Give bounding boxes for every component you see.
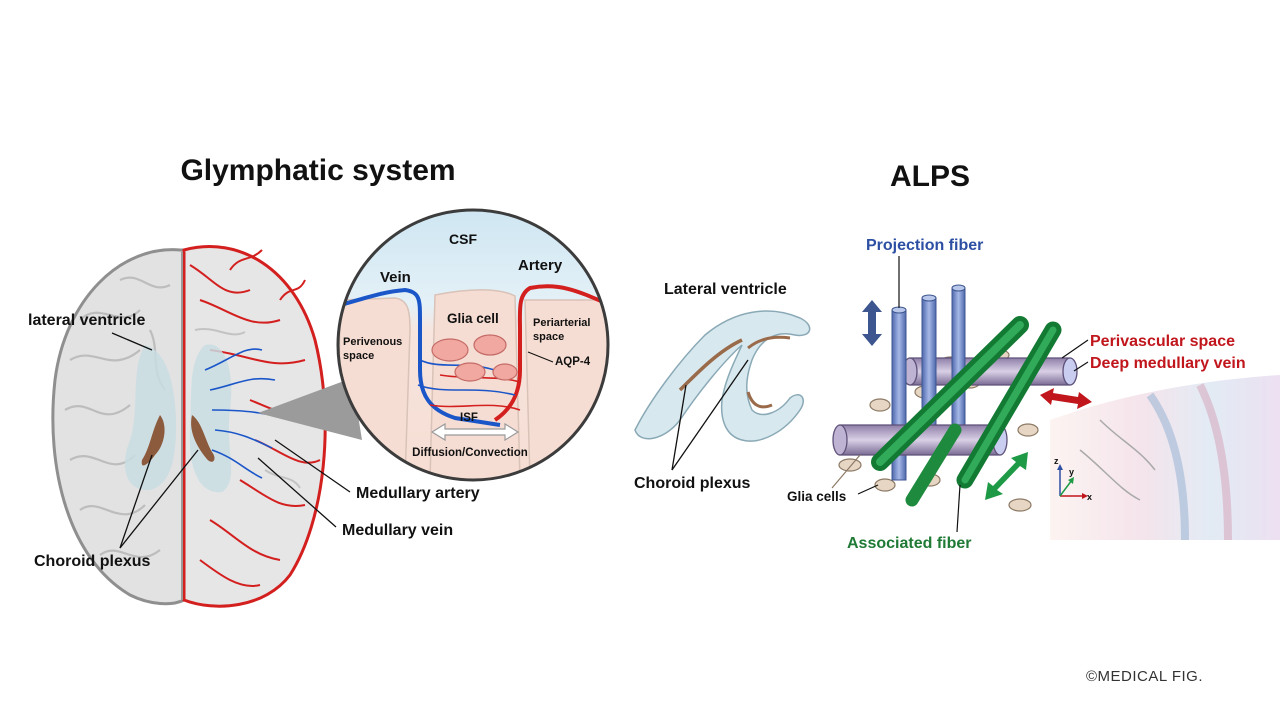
axis-label-y: y — [1069, 467, 1074, 477]
axis-label-z: z — [1054, 456, 1059, 466]
label-choroid-plexus-right: Choroid plexus — [634, 475, 751, 492]
inset-label-isf: ISF — [460, 412, 478, 424]
inset-label-periarterial-1: Periarterial — [533, 317, 590, 329]
label-medullary-artery: Medullary artery — [356, 485, 480, 502]
brain-right-hemisphere — [182, 245, 327, 608]
label-projection-fiber: Projection fiber — [866, 237, 983, 254]
inset-label-artery: Artery — [518, 257, 563, 274]
diffusion-arrow — [430, 422, 520, 442]
inset-artery — [493, 284, 608, 422]
label-perivascular-space: Perivascular space — [1090, 333, 1235, 350]
inset-callout — [258, 378, 362, 440]
projection-arrow — [862, 300, 882, 346]
inset-label-perivenous-1: Perivenous — [343, 336, 402, 348]
lateral-ventricle-left — [124, 345, 177, 491]
inset-label-periarterial-2: space — [533, 331, 564, 343]
inset-label-aqp4: AQP-4 — [555, 356, 591, 368]
inset-label-vein: Vein — [380, 269, 411, 286]
choroid-plexus-left — [141, 415, 165, 466]
label-associated-fiber: Associated fiber — [847, 535, 971, 552]
label-glia-cells: Glia cells — [787, 489, 846, 504]
label-medullary-vein: Medullary vein — [342, 522, 453, 539]
inset-label-perivenous-2: space — [343, 350, 374, 362]
perivascular-arrow — [1040, 388, 1092, 409]
xyz-axes: z y x — [1054, 456, 1092, 502]
glymphatic-inset — [336, 208, 610, 482]
choroid-plexus-right — [191, 415, 215, 462]
associated-arrow — [985, 452, 1028, 500]
axis-label-x: x — [1087, 492, 1092, 502]
lateral-ventricle-right — [189, 344, 232, 493]
associated-fibers — [831, 316, 1062, 507]
inset-glia-cells — [431, 334, 518, 382]
copyright-text: ©MEDICAL FIG. — [1086, 668, 1203, 685]
label-deep-medullary-vein: Deep medullary vein — [1090, 355, 1246, 372]
inset-label-glia-cell: Glia cell — [447, 311, 499, 326]
alps-title: ALPS — [890, 160, 970, 193]
brain-illustration — [51, 245, 327, 608]
lateral-ventricle-3d — [634, 310, 811, 442]
label-lateral-ventricle-right: Lateral ventricle — [664, 281, 787, 298]
cortex-layers — [1050, 375, 1280, 541]
inset-label-diffusion: Diffusion/Convection — [412, 447, 528, 459]
glymphatic-title: Glymphatic system — [180, 154, 455, 187]
inset-label-csf: CSF — [449, 231, 477, 247]
label-lateral-ventricle: lateral ventricle — [28, 312, 146, 329]
label-choroid-plexus-left: Choroid plexus — [34, 553, 151, 570]
brain-outline — [51, 248, 186, 606]
